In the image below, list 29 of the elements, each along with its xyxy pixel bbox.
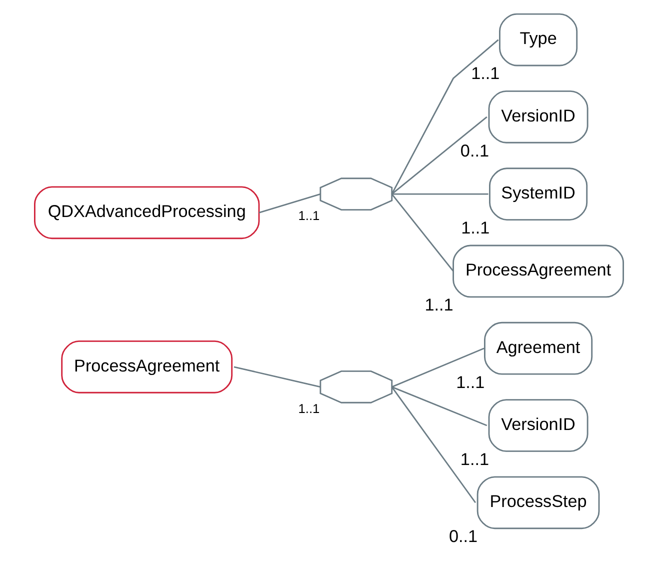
node-box: VersionID xyxy=(488,90,588,144)
node-box: Type xyxy=(498,13,578,66)
connector xyxy=(390,386,476,504)
connector xyxy=(391,193,488,195)
connector xyxy=(390,194,454,272)
node-box: VersionID xyxy=(488,399,588,452)
connector xyxy=(258,193,320,214)
node-box: SystemID xyxy=(488,168,588,220)
node-label: 1..1 xyxy=(460,448,489,469)
connector xyxy=(391,348,484,388)
node-label: 0..1 xyxy=(448,526,478,546)
node-box: QDXAdvancedProcessing xyxy=(34,186,260,240)
node-octagon xyxy=(319,178,392,210)
node-label: 1..1 xyxy=(470,63,500,84)
node-label: 1..1 xyxy=(298,208,320,224)
node-box: ProcessAgreement xyxy=(60,340,232,394)
node-octagon xyxy=(319,370,392,404)
node-label: 1..1 xyxy=(424,294,453,315)
node-label: 1..1 xyxy=(460,218,490,238)
connector xyxy=(390,116,487,195)
node-box: Agreement xyxy=(484,322,592,375)
connector xyxy=(391,386,487,426)
node-label: 1..1 xyxy=(456,372,484,392)
connector xyxy=(390,39,498,194)
node-label: 0..1 xyxy=(460,140,489,160)
node-box: ProcessAgreement xyxy=(452,244,624,298)
connector xyxy=(233,366,320,388)
node-box: ProcessStep xyxy=(476,476,600,530)
node-label: 1..1 xyxy=(298,400,320,416)
